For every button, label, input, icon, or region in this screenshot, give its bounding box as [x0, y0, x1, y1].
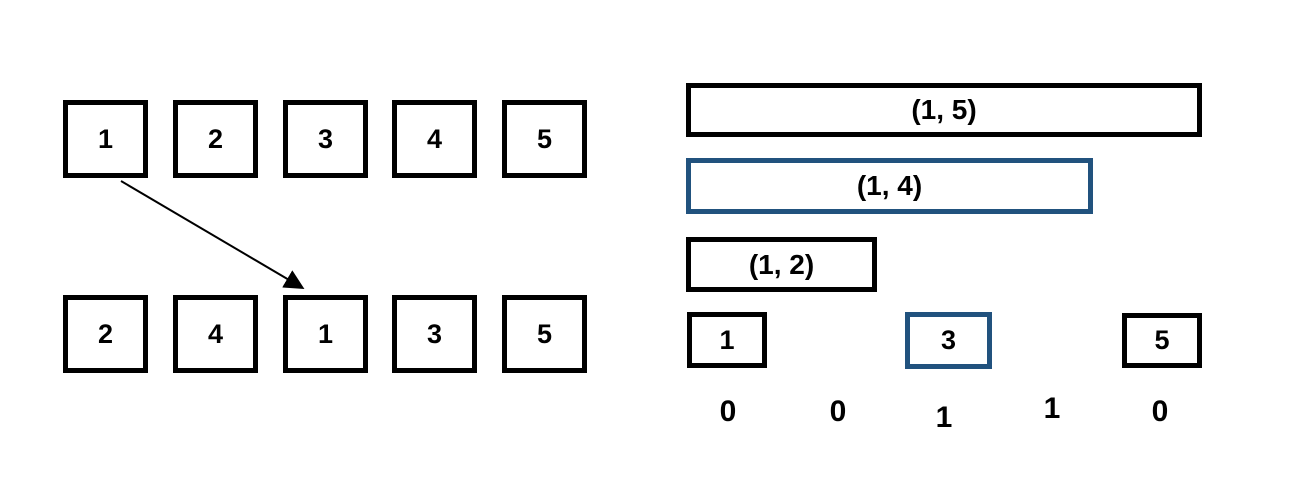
left-bottom-box-2-label: 4: [207, 318, 224, 349]
left-bottom-box-2: 4: [173, 295, 258, 373]
interval-bar-1-2: (1, 2): [686, 237, 877, 292]
left-bottom-box-5-label: 5: [536, 318, 553, 349]
left-top-box-5-label: 5: [536, 123, 553, 154]
interval-bar-1-5-label: (1, 5): [911, 94, 977, 125]
left-top-box-3: 3: [283, 100, 368, 178]
interval-bar-1-2-label: (1, 2): [748, 248, 815, 280]
left-bottom-box-4-label: 3: [426, 318, 443, 349]
leaf-box-3-label: 3: [940, 325, 957, 355]
left-top-box-2: 2: [173, 100, 258, 178]
leaf-box-5: 5: [1122, 313, 1202, 368]
bit-2: 0: [829, 395, 847, 428]
left-top-box-4: 4: [392, 100, 477, 178]
interval-bar-1-5: (1, 5): [686, 83, 1202, 137]
bit-5: 0: [1151, 395, 1169, 428]
left-top-box-1-label: 1: [97, 123, 114, 154]
bit-4: 1: [1043, 392, 1061, 425]
left-top-box-5: 5: [502, 100, 587, 178]
left-bottom-box-1-label: 2: [97, 318, 114, 349]
left-bottom-box-4: 3: [392, 295, 477, 373]
left-top-box-1: 1: [63, 100, 148, 178]
left-bottom-box-5: 5: [502, 295, 587, 373]
interval-bar-1-4: (1, 4): [686, 158, 1093, 214]
left-top-box-3-label: 3: [317, 123, 334, 154]
leaf-box-5-label: 5: [1154, 325, 1170, 355]
left-top-box-2-label: 2: [207, 123, 224, 154]
bit-1: 0: [719, 395, 737, 428]
interval-bar-1-4-label: (1, 4): [856, 170, 923, 201]
arrow-line: [120, 180, 305, 290]
left-bottom-box-3-label: 1: [317, 318, 334, 349]
left-bottom-box-1: 2: [63, 295, 148, 373]
leaf-box-3: 3: [905, 312, 992, 369]
leaf-box-1-label: 1: [719, 324, 735, 355]
left-top-box-4-label: 4: [426, 123, 443, 154]
left-bottom-box-3: 1: [283, 295, 368, 373]
leaf-box-1: 1: [687, 312, 767, 368]
bit-3: 1: [935, 401, 953, 434]
